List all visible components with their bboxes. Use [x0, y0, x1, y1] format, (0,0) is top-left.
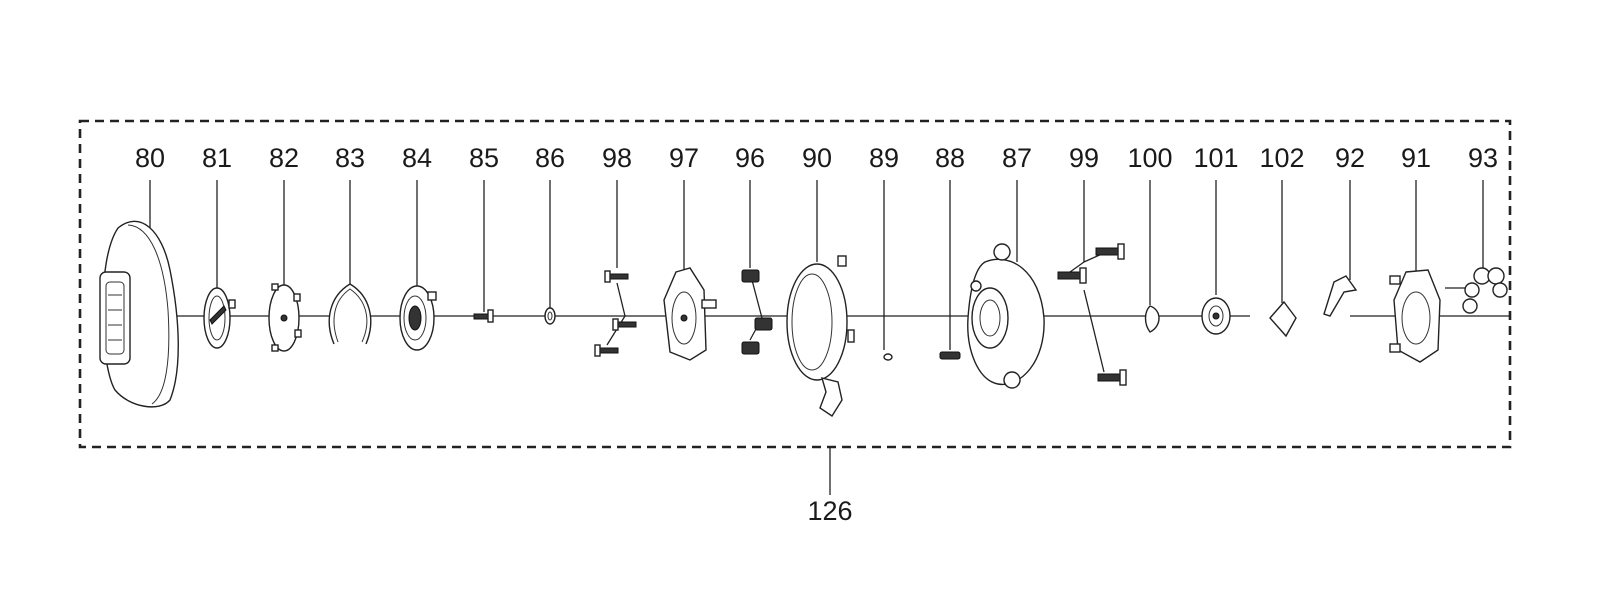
part-92-lever: [1323, 275, 1358, 317]
leader-99-branch-c: [1083, 289, 1105, 373]
callout-label-99: 99: [1069, 143, 1099, 173]
part-96-springs: [741, 269, 773, 355]
callout-label-81: 81: [202, 143, 232, 173]
callout-label-87: 87: [1002, 143, 1032, 173]
part-90-ring-housing: [786, 255, 855, 417]
leader-98-branch-a: [616, 282, 626, 317]
part-101-bearing: [1201, 297, 1231, 335]
part-91-rotor: [1389, 269, 1441, 363]
part-87-mounting-plate: [967, 243, 1045, 389]
part-102-wire-spring: [1269, 300, 1297, 338]
part-89-pin: [883, 353, 893, 361]
callout-label-88: 88: [935, 143, 965, 173]
assembly-label: 126: [807, 496, 852, 526]
part-86-washer: [544, 307, 556, 325]
callout-label-91: 91: [1401, 143, 1431, 173]
part-80-cover: [99, 220, 179, 408]
callout-label-80: 80: [135, 143, 165, 173]
part-81-dial: [203, 287, 236, 349]
part-84-gear-plate: [399, 285, 437, 351]
callout-label-93: 93: [1468, 143, 1498, 173]
leader-96-branch-a: [751, 279, 763, 319]
part-98-screws: [594, 270, 637, 357]
callout-label-85: 85: [469, 143, 499, 173]
callout-label-102: 102: [1259, 143, 1304, 173]
callout-label-96: 96: [735, 143, 765, 173]
leader-lines: [149, 180, 1484, 373]
callout-label-84: 84: [402, 143, 432, 173]
callout-label-86: 86: [535, 143, 565, 173]
part-99-screws: [1057, 243, 1127, 386]
assembly-frame: [78, 119, 1512, 449]
part-100-clip: [1144, 305, 1160, 333]
part-88-spring: [939, 351, 961, 360]
callout-label-90: 90: [802, 143, 832, 173]
part-82-plate: [268, 283, 302, 352]
callout-label-97: 97: [669, 143, 699, 173]
callout-label-82: 82: [269, 143, 299, 173]
callout-label-89: 89: [869, 143, 899, 173]
callout-label-101: 101: [1193, 143, 1238, 173]
part-97-housing: [663, 267, 717, 361]
callout-labels: 80 81 82 83 84 85 86 98 97 96 90 89 88 8…: [135, 143, 1498, 173]
part-93-caps: [1462, 267, 1508, 314]
callout-label-100: 100: [1127, 143, 1172, 173]
part-85-screw: [473, 309, 494, 323]
callout-label-98: 98: [602, 143, 632, 173]
callout-label-92: 92: [1335, 143, 1365, 173]
part-83-spring-clip: [328, 283, 372, 345]
leader-99-branch-b: [1069, 261, 1085, 273]
callout-label-83: 83: [335, 143, 365, 173]
